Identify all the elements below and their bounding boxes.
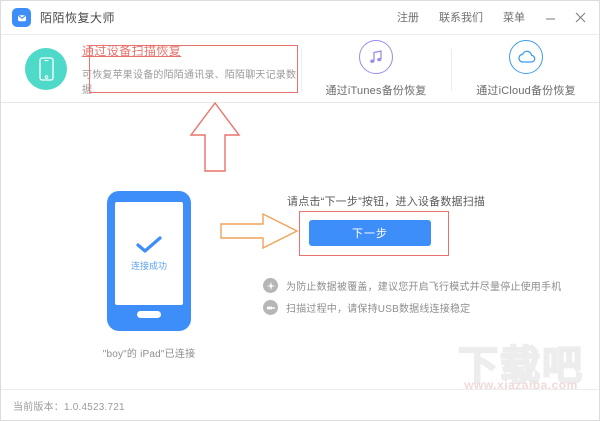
tab-device-scan-title: 通过设备扫描恢复 (82, 44, 182, 58)
tips-list: 为防止数据被覆盖，建议您开启飞行模式并尽量停止使用手机 扫描过程中，请保持USB… (263, 278, 561, 322)
title-bar: 陌陌恢复大师 注册 联系我们 菜单 (1, 1, 599, 35)
tab-itunes-backup-recovery[interactable]: 通过iTunes备份恢复 (301, 36, 451, 103)
momo-logo-icon (12, 8, 31, 27)
recovery-mode-tabs: 通过设备扫描恢复 可恢复苹果设备的陌陌通讯录、陌陌聊天记录数据 通过iTunes… (1, 36, 599, 103)
tab-device-scan-recovery[interactable]: 通过设备扫描恢复 可恢复苹果设备的陌陌通讯录、陌陌聊天记录数据 (1, 36, 301, 103)
tab-itunes-label: 通过iTunes备份恢复 (325, 85, 427, 97)
tab-device-scan-text: 通过设备扫描恢复 可恢复苹果设备的陌陌通讯录、陌陌聊天记录数据 (82, 42, 301, 96)
watermark-main-text: 下载吧 (457, 343, 584, 389)
phone-icon (25, 48, 67, 90)
titlebar-actions: 注册 联系我们 菜单 (387, 1, 599, 35)
orange-right-arrow (219, 211, 299, 251)
cloud-icon (509, 40, 543, 74)
instruction-text: 请点击“下一步”按钮，进入设备数据扫描 (287, 196, 486, 208)
tab-icloud-backup-recovery[interactable]: 通过iCloud备份恢复 (451, 36, 599, 103)
tip-usb-text: 扫描过程中，请保持USB数据线连接稳定 (286, 304, 471, 315)
site-watermark: 下载吧 www.xiazaiba.com (451, 343, 591, 392)
minimize-icon[interactable] (535, 1, 565, 35)
titlebar-menu-menu[interactable]: 菜单 (503, 11, 525, 24)
checkmark-icon (136, 236, 162, 253)
music-note-icon (359, 40, 393, 74)
tab-device-scan-subtitle: 可恢复苹果设备的陌陌通讯录、陌陌聊天记录数据 (82, 70, 297, 96)
tip-usb-cable: 扫描过程中，请保持USB数据线连接稳定 (263, 300, 561, 315)
tab-icloud-label: 通过iCloud备份恢复 (476, 85, 576, 97)
close-icon[interactable] (565, 1, 595, 35)
phone-home-button (137, 311, 161, 318)
tip-airplane-text: 为防止数据被覆盖，建议您开启飞行模式并尽量停止使用手机 (286, 282, 562, 293)
tab-divider (301, 48, 302, 91)
device-name-caption: "boy"的 iPad"已连接 (102, 349, 196, 360)
airplane-icon (263, 278, 278, 293)
app-title: 陌陌恢复大师 (40, 11, 116, 25)
connection-status-text: 连接成功 (130, 261, 167, 271)
device-illustration: 连接成功 "boy"的 iPad"已连接 (99, 191, 199, 360)
version-label: 当前版本：1.0.4523.721 (13, 401, 125, 413)
usb-cable-icon (263, 300, 278, 315)
tip-airplane-mode: 为防止数据被覆盖，建议您开启飞行模式并尽量停止使用手机 (263, 278, 561, 293)
tab-divider (451, 48, 452, 91)
titlebar-menu-register[interactable]: 注册 (397, 11, 419, 24)
phone-screen: 连接成功 (115, 202, 183, 305)
status-bar: 当前版本：1.0.4523.721 (1, 389, 599, 420)
titlebar-menu-contact-us[interactable]: 联系我们 (439, 11, 483, 24)
phone-graphic: 连接成功 (107, 191, 191, 331)
next-step-button[interactable]: 下一步 (309, 220, 431, 246)
red-up-arrow (187, 101, 243, 173)
